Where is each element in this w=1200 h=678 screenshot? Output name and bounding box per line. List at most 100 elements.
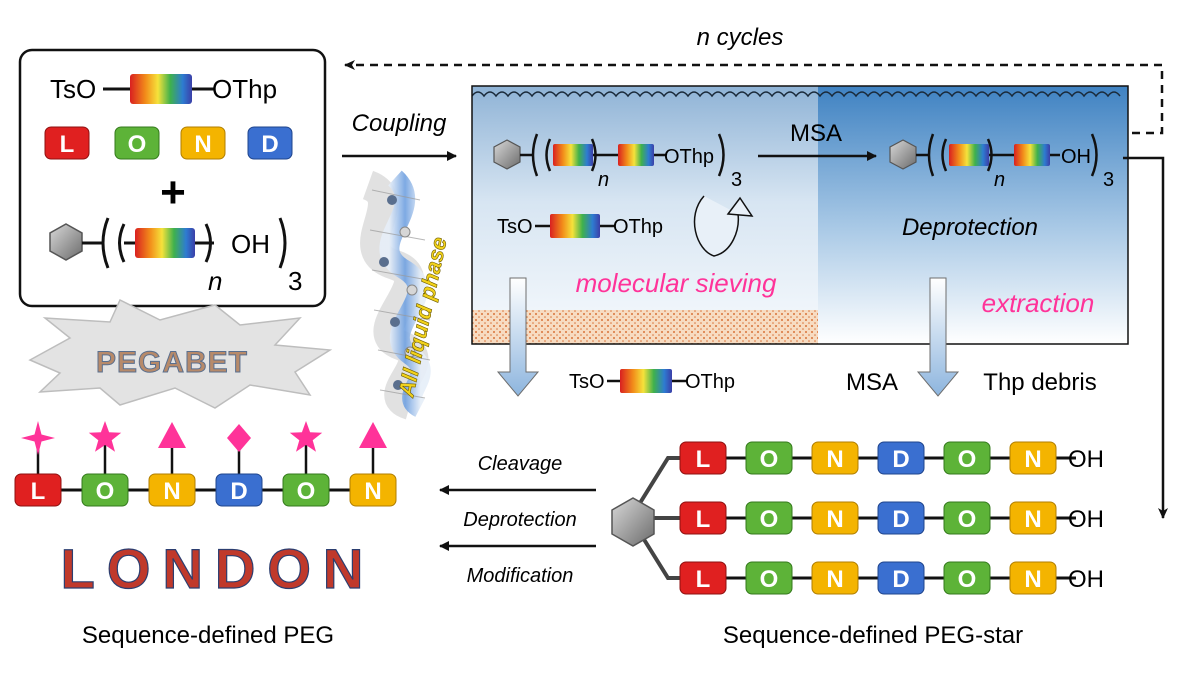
sieving-outflow-arrow — [496, 277, 540, 397]
star-arm-tile-letter: D — [892, 506, 909, 533]
star-arm-oh-label: OH — [1068, 566, 1104, 593]
subscript-3: 3 — [1103, 169, 1114, 191]
star-arm-tile — [877, 561, 925, 595]
hexagon-core-icon — [889, 139, 917, 170]
linear-tile-letter: L — [31, 478, 46, 505]
linear-tile-letter: O — [96, 478, 115, 505]
cycle-loop: n cycles — [344, 24, 1164, 135]
tile-d: D — [261, 131, 278, 158]
othp-label: OThp — [212, 74, 277, 104]
star-arm-tile — [811, 561, 859, 595]
intermediate-oh: n OH 3 — [889, 133, 1114, 191]
star-arm-tile-letter: O — [760, 506, 779, 533]
coupling-label: Coupling — [352, 110, 447, 137]
plus-sign: + — [160, 168, 186, 217]
peg-rainbow-block — [553, 144, 593, 166]
triangle-modification-icon — [359, 422, 387, 448]
recycle-arrow-icon — [693, 195, 754, 257]
star-arm-tile-letter: O — [760, 446, 779, 473]
star-arm-tile-letter: N — [1024, 566, 1041, 593]
extraction-label: extraction — [982, 288, 1095, 318]
peg-caption: Sequence-defined PEG — [82, 622, 334, 649]
star-arm-tile — [811, 441, 859, 475]
star-modification-icon — [289, 421, 323, 452]
peg-rainbow-block — [130, 74, 192, 104]
cycle-return-arrow — [344, 60, 1164, 135]
star-arm-tile-letter: N — [1024, 506, 1041, 533]
peg-rainbow-block — [550, 214, 600, 238]
star-arm-tile-letter: N — [826, 446, 843, 473]
reagent-box: TsO OThp L O N D + — [18, 48, 327, 308]
letter-tiles: L O N D — [44, 126, 293, 160]
hexagon-core-icon — [493, 139, 521, 170]
star-arm-oh-label: OH — [1068, 506, 1104, 533]
linear-tile — [349, 473, 397, 507]
oh-label: OH — [231, 229, 270, 259]
extraction-outflow-arrow — [916, 277, 960, 397]
tile-o: O — [128, 131, 147, 158]
subscript-n: n — [994, 169, 1005, 191]
star-arm-tile-letter: N — [826, 506, 843, 533]
linear-tile-letter: N — [163, 478, 180, 505]
subscript-3: 3 — [731, 169, 742, 191]
linear-tile — [14, 473, 62, 507]
tso-label: TsO — [569, 371, 605, 393]
membrane-sieve — [472, 310, 818, 344]
msa-label: MSA — [790, 120, 842, 147]
post-processing-steps: Cleavage Deprotection Modification — [439, 453, 596, 587]
star-arm-tile-letter: L — [696, 566, 711, 593]
pegabet-badge: PEGABET — [28, 298, 333, 409]
linear-tile — [148, 473, 196, 507]
oh-label: OH — [1061, 146, 1091, 168]
star-arm-tile — [877, 501, 925, 535]
triangle-modification-icon — [158, 422, 186, 448]
subscript-3: 3 — [288, 266, 302, 296]
star-arm-tile — [877, 441, 925, 475]
star-arm-tile-letter: O — [958, 446, 977, 473]
product-outflow-arrow — [1123, 156, 1168, 519]
sieving-waste: TsO OThp — [569, 369, 735, 393]
linear-tile-letter: D — [230, 478, 247, 505]
peg-star-caption: Sequence-defined PEG-star — [723, 622, 1023, 649]
msa-output-label: MSA — [846, 369, 898, 396]
linear-tile — [81, 473, 129, 507]
star-arm-tile-letter: N — [1024, 446, 1041, 473]
star-arm-tile-letter: L — [696, 506, 711, 533]
deprotection-step-label: Deprotection — [463, 509, 576, 531]
pegabet-text: PEGABET — [96, 346, 248, 379]
othp-label: OThp — [613, 216, 663, 238]
star-arm-tile-letter: N — [826, 566, 843, 593]
london-word-art: LONDON — [61, 537, 376, 600]
peg-rainbow-block — [1014, 144, 1050, 166]
othp-label: OThp — [685, 371, 735, 393]
peg-rainbow-block — [620, 369, 672, 393]
sparkle-modification-icon — [21, 421, 55, 455]
linear-tile-letter: O — [297, 478, 316, 505]
star-arm-tile — [943, 561, 991, 595]
peg-rainbow-block — [618, 144, 654, 166]
coupling-step: Coupling — [342, 110, 457, 161]
liquid-surface-wave — [471, 91, 1121, 98]
liquid-phase-helix: All liquid phase — [360, 170, 452, 420]
star-arm-tile — [745, 501, 793, 535]
star-arm-tile-letter: O — [958, 566, 977, 593]
hexagon-core-icon — [49, 223, 83, 261]
star-arm-tile-letter: O — [958, 506, 977, 533]
star-arm-tile — [1009, 561, 1057, 595]
hexagon-core-icon — [611, 497, 655, 547]
star-arm-tile — [679, 441, 727, 475]
molecular-sieving-label: molecular sieving — [576, 268, 777, 298]
star-arm-oh-label: OH — [1068, 446, 1104, 473]
star-arm-tile — [1009, 441, 1057, 475]
tso-label: TsO — [497, 216, 533, 238]
star-arm-tile — [1009, 501, 1057, 535]
thp-debris-label: Thp debris — [983, 369, 1096, 396]
tile-n: N — [194, 131, 211, 158]
star-arm-tile — [811, 501, 859, 535]
monomer: TsO OThp — [50, 74, 277, 104]
intermediate-thp: n OThp 3 — [493, 133, 742, 191]
star-arm-tile — [943, 501, 991, 535]
